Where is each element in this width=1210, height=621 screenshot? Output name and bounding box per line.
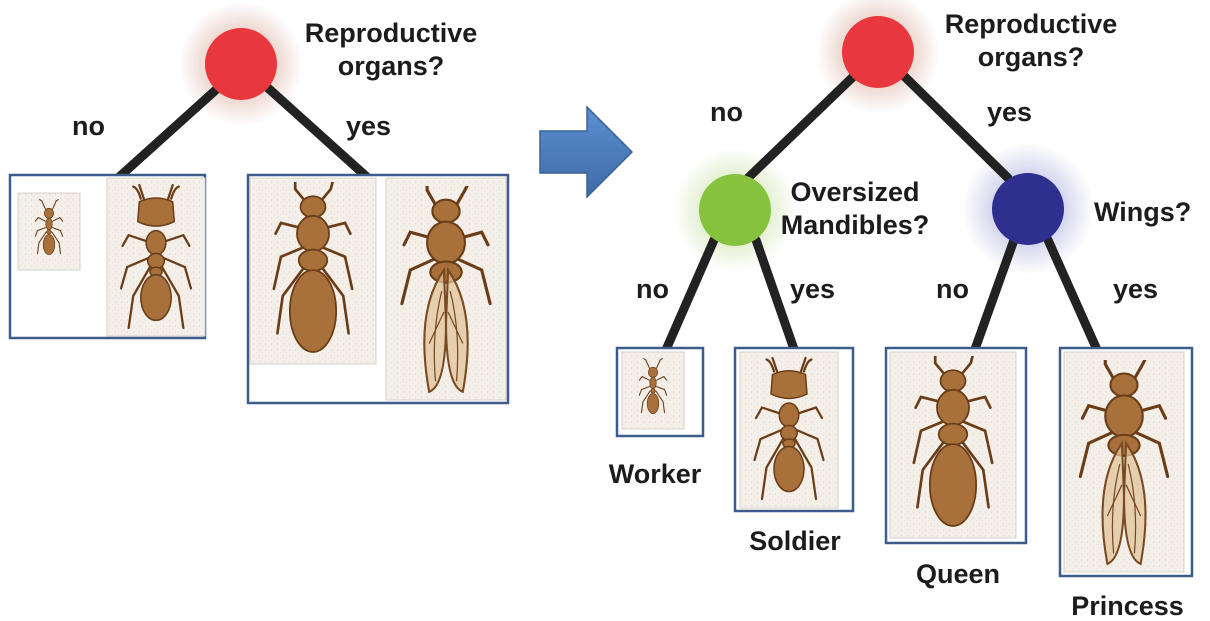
left-root-question: Reproductive organs? bbox=[286, 17, 496, 83]
right-root-question-line2: organs? bbox=[926, 41, 1136, 74]
mandibles-no-label: no bbox=[636, 273, 669, 306]
wings-no-label: no bbox=[936, 273, 969, 306]
mandibles-question-line2: Mandibles? bbox=[770, 209, 940, 242]
wings-yes-label: yes bbox=[1113, 273, 1158, 306]
left-edge-no bbox=[118, 88, 218, 178]
leaf-label-queen: Queen bbox=[893, 558, 1023, 591]
mandibles-question-line1: Oversized bbox=[770, 176, 940, 209]
mandibles-edge-no bbox=[665, 240, 714, 352]
left-root-node bbox=[205, 28, 277, 100]
left-edge-no-label: no bbox=[72, 110, 105, 143]
right-root-yes-label: yes bbox=[987, 96, 1032, 129]
left-root-question-line1: Reproductive bbox=[286, 17, 496, 50]
right-root-edge-no bbox=[748, 74, 856, 178]
leaf-label-soldier: Soldier bbox=[732, 525, 858, 558]
mandibles-question: Oversized Mandibles? bbox=[770, 176, 940, 242]
wings-question: Wings? bbox=[1094, 196, 1191, 229]
right-root-no-label: no bbox=[710, 96, 743, 129]
right-root-question-line1: Reproductive bbox=[926, 8, 1136, 41]
mandibles-node bbox=[699, 174, 771, 246]
left-edge-yes-label: yes bbox=[346, 110, 391, 143]
leaf-label-worker: Worker bbox=[595, 458, 715, 491]
leaf-label-princess: Princess bbox=[1055, 590, 1200, 621]
mandibles-yes-label: yes bbox=[790, 273, 835, 306]
wings-node bbox=[992, 173, 1064, 245]
right-root-question: Reproductive organs? bbox=[926, 8, 1136, 74]
left-root-question-line2: organs? bbox=[286, 50, 496, 83]
right-root-node bbox=[842, 16, 914, 88]
right-arrow-icon bbox=[540, 107, 632, 197]
